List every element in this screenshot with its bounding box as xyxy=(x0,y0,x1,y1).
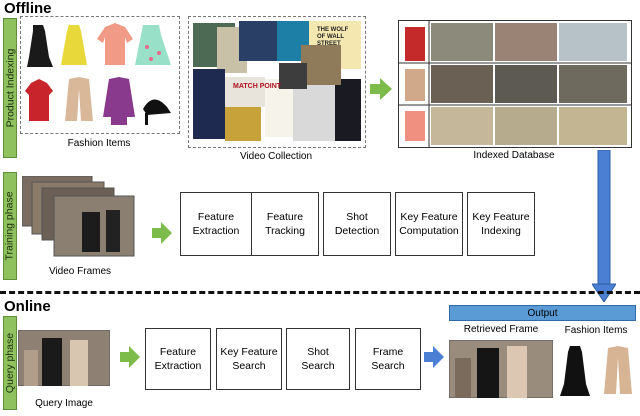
video-frames-caption: Video Frames xyxy=(48,266,112,277)
fashion-items-panel xyxy=(20,16,180,134)
mint-dress-icon xyxy=(135,25,171,65)
red-top-icon xyxy=(25,79,53,121)
key-feature-search-box: Key Feature Search xyxy=(216,328,282,390)
online-feature-extraction-box: Feature Extraction xyxy=(145,328,211,390)
pink-shirt-icon xyxy=(97,23,133,65)
product-indexing-text: Product Indexing xyxy=(4,48,16,128)
query-arrow-icon xyxy=(120,346,140,368)
frame-search-box: Frame Search xyxy=(355,328,421,390)
offline-title: Offline xyxy=(4,0,52,17)
green-arrow-icon xyxy=(370,78,392,100)
retrieved-frame-image xyxy=(449,340,553,398)
result-fashion-items xyxy=(560,346,632,396)
key-feature-computation-box: Key Feature Computation xyxy=(395,192,463,256)
result-arrow-icon xyxy=(424,346,444,368)
feature-tracking-box: Feature Tracking xyxy=(251,192,319,256)
shot-detection-box: Shot Detection xyxy=(323,192,391,256)
fashion-items-caption: Fashion Items xyxy=(67,138,131,149)
shot-search-box: Shot Search xyxy=(286,328,350,390)
retrieved-frame-caption: Retrieved Frame xyxy=(463,324,539,335)
fashion-items-result-caption: Fashion Items xyxy=(564,325,628,336)
indexed-database-grid xyxy=(398,20,632,148)
training-arrow-icon xyxy=(152,222,172,244)
query-phase-text: Query phase xyxy=(4,332,16,394)
query-phase-label: Query phase xyxy=(3,316,17,410)
online-title: Online xyxy=(4,298,51,315)
movie-posters-image xyxy=(193,21,361,141)
video-collection-panel: MATCH POINT THE WOLF OF WALL STREET xyxy=(188,16,366,148)
poster-title-2: THE WOLF OF WALL STREET xyxy=(317,27,349,47)
result-black-dress-icon xyxy=(560,346,590,396)
indexed-database-caption: Indexed Database xyxy=(473,150,555,161)
blue-arrow-icon xyxy=(592,150,616,302)
video-collection-caption: Video Collection xyxy=(239,151,313,162)
video-frames-stack xyxy=(22,176,135,257)
yellow-dress-icon xyxy=(61,25,87,65)
black-dress-icon xyxy=(27,25,53,67)
product-indexing-label: Product Indexing xyxy=(3,18,17,158)
query-image-caption: Query Image xyxy=(35,398,93,409)
training-phase-text: Training phase xyxy=(4,191,17,261)
database-image xyxy=(399,21,631,147)
fashion-items-image xyxy=(25,23,171,125)
feature-extraction-box: Feature Extraction xyxy=(180,192,252,256)
heel-shoe-icon xyxy=(143,99,171,125)
result-beige-jacket-icon xyxy=(604,346,632,394)
poster-title-1: MATCH POINT xyxy=(233,83,282,90)
output-bar: Output xyxy=(449,305,636,321)
training-phase-label: Training phase xyxy=(3,172,17,280)
key-feature-indexing-box: Key Feature Indexing xyxy=(467,192,535,256)
purple-cardigan-icon xyxy=(103,77,135,125)
phase-separator xyxy=(0,291,640,294)
beige-jacket-icon xyxy=(65,77,93,121)
query-image xyxy=(18,330,110,386)
